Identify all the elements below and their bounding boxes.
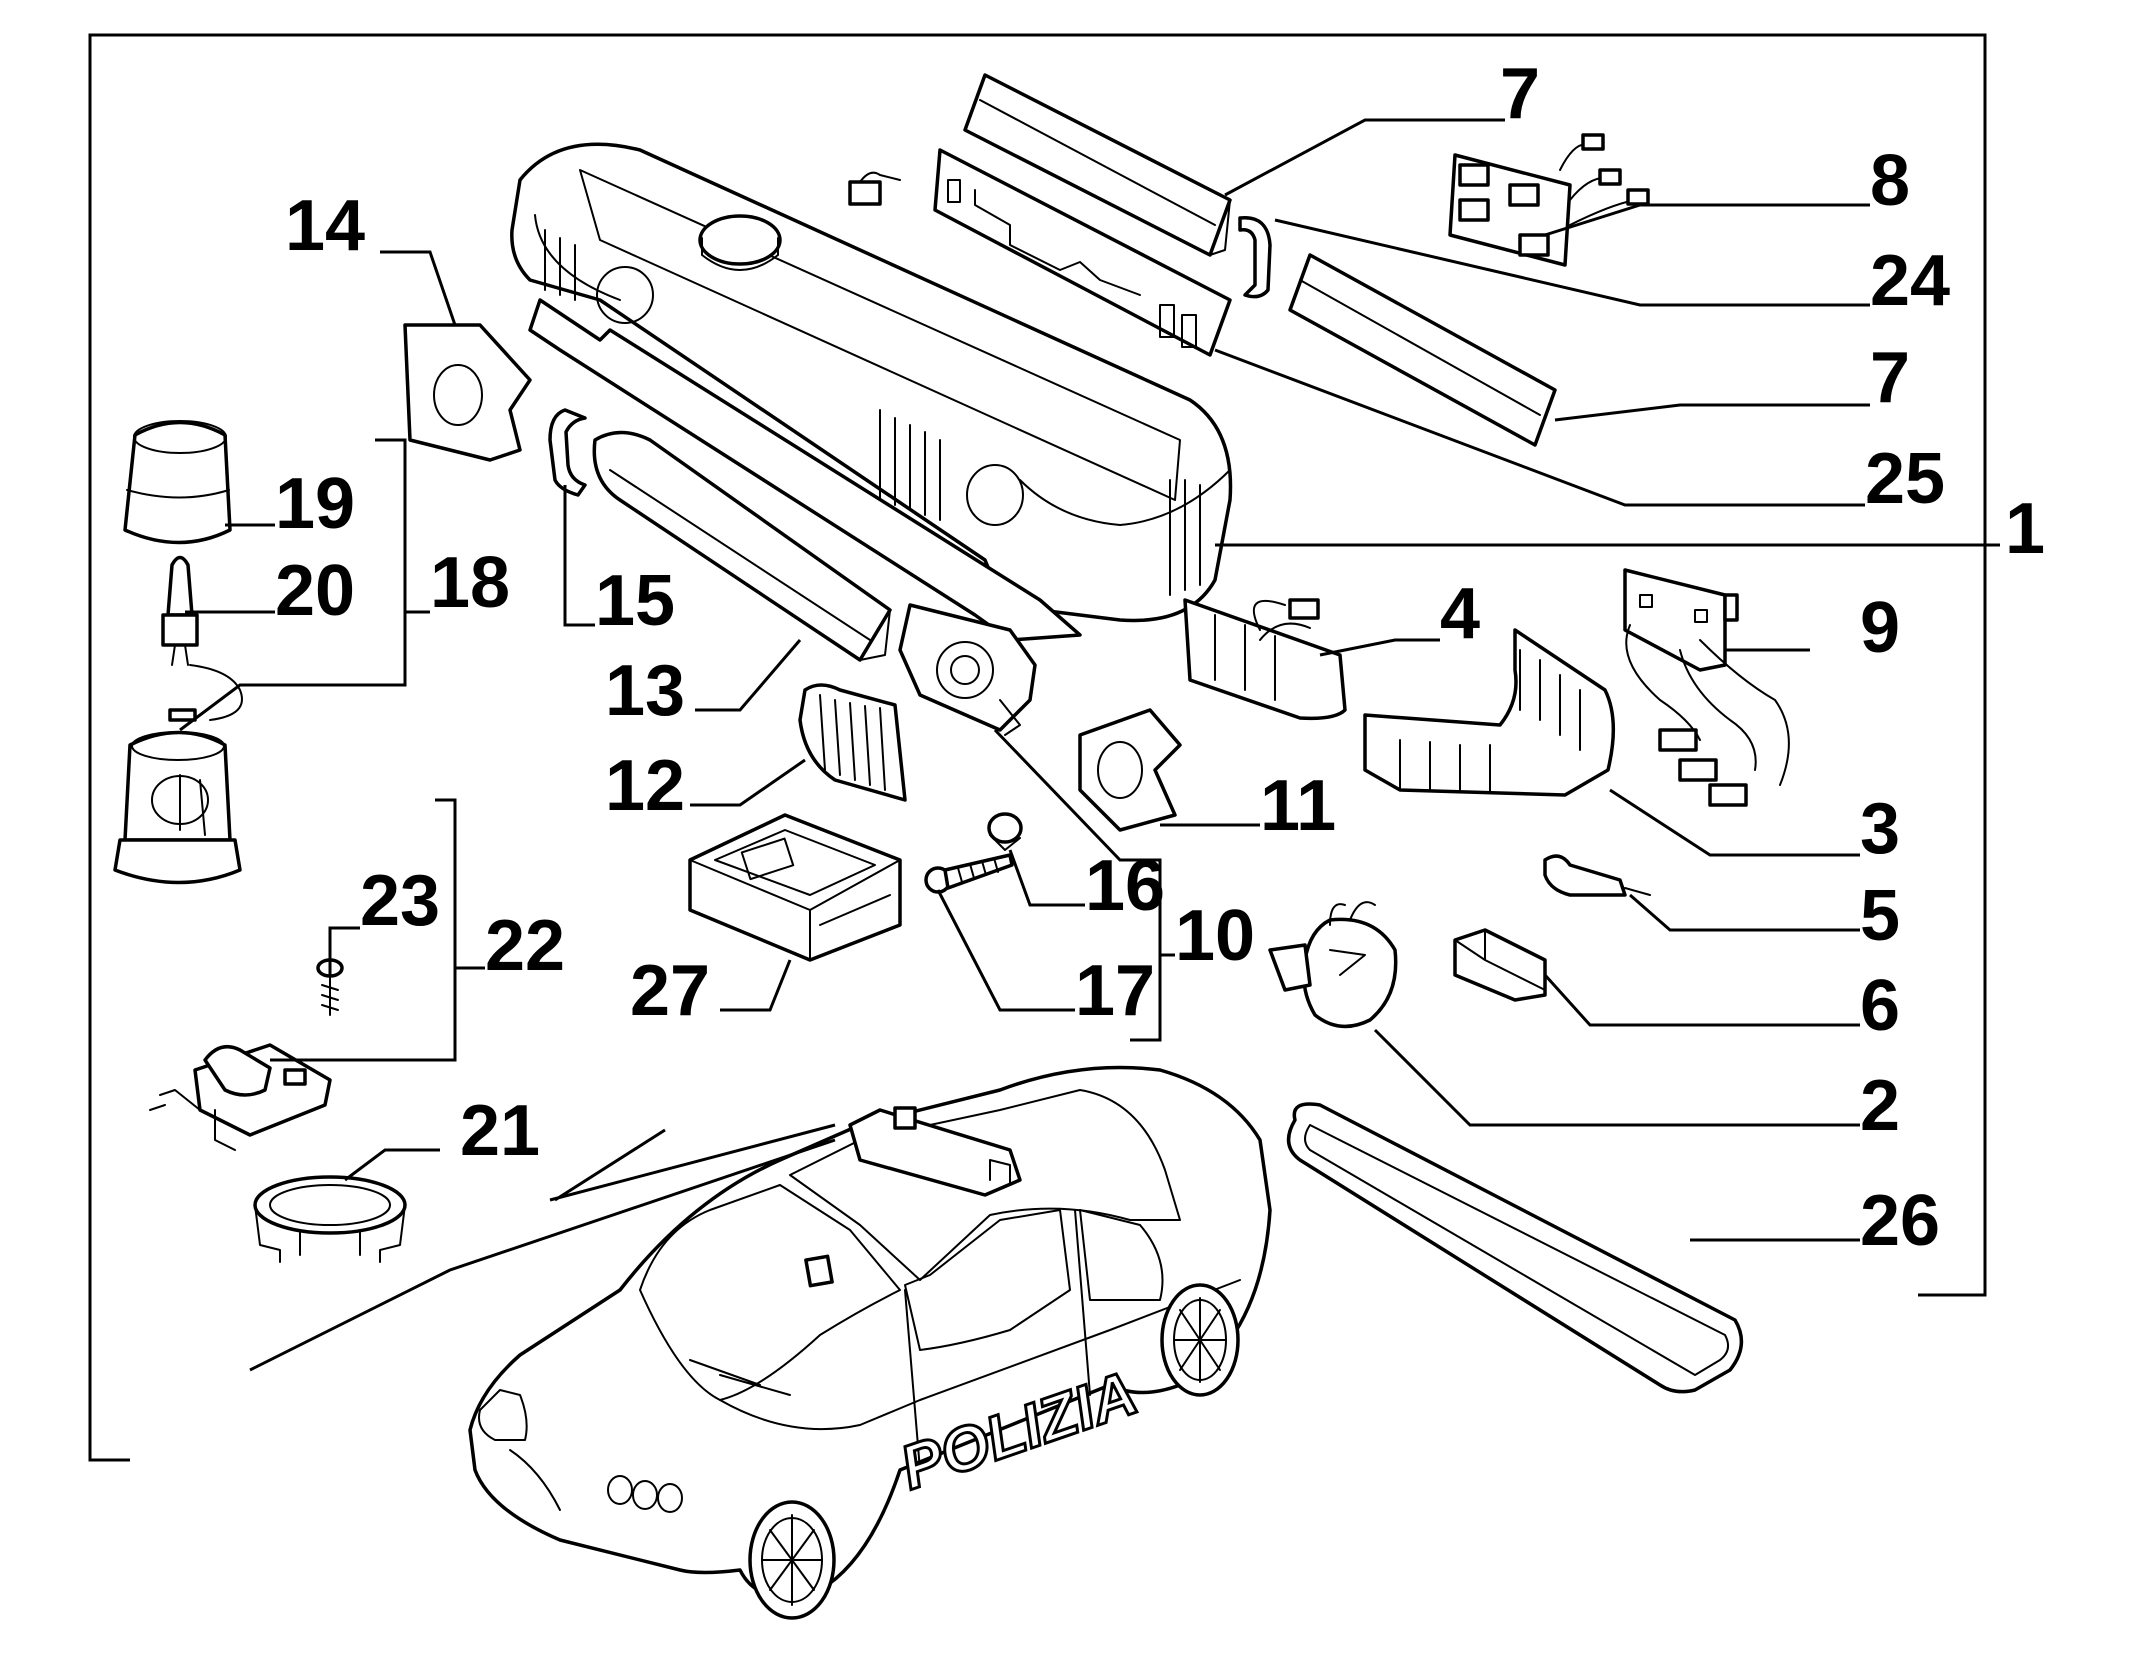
callout-16: 16 xyxy=(1085,846,1165,926)
assembly-bracket-frame xyxy=(88,33,1987,1462)
callout-6: 6 xyxy=(1860,966,1900,1046)
side-cover-upper xyxy=(963,73,1232,257)
rotating-beacon xyxy=(113,730,242,885)
callout-17: 17 xyxy=(1075,951,1155,1031)
bulb-small xyxy=(1543,854,1651,897)
callout-3: 3 xyxy=(1860,789,1900,869)
side-lens-assembly xyxy=(1363,628,1616,797)
light-bar-housing xyxy=(510,142,1233,642)
callout-22: 22 xyxy=(485,906,565,986)
beacon-bulb xyxy=(161,555,243,722)
callout-27: 27 xyxy=(630,951,710,1031)
callout-23: 23 xyxy=(360,861,440,941)
callout-8: 8 xyxy=(1870,141,1910,221)
callout-labels: 7 8 24 7 25 1 4 9 3 5 6 2 26 11 10 16 17… xyxy=(275,54,2045,1261)
callout-13: 13 xyxy=(605,651,685,731)
callout-2: 2 xyxy=(1860,1066,1900,1146)
end-gasket-small xyxy=(1238,216,1272,299)
grille-lens xyxy=(798,683,907,802)
mounting-ring xyxy=(253,1175,407,1263)
callout-21: 21 xyxy=(460,1091,540,1171)
control-unit xyxy=(1623,568,1790,807)
relay-block xyxy=(1453,928,1547,1002)
mounting-bracket xyxy=(1268,901,1398,1029)
control-circuit-board xyxy=(848,148,1232,357)
roof-seal-gasket xyxy=(1286,1102,1744,1394)
corner-lamp-housing xyxy=(898,603,1037,736)
beacon-dome xyxy=(123,420,232,545)
end-cap-left xyxy=(403,323,532,462)
callout-11: 11 xyxy=(1260,766,1336,846)
callout-9: 9 xyxy=(1860,588,1900,668)
callout-4: 4 xyxy=(1440,574,1480,654)
connector-module xyxy=(1448,133,1650,267)
lens-cover-long xyxy=(592,430,892,662)
police-car: POLIZIA xyxy=(468,1065,1272,1620)
explode-guide-lines xyxy=(249,1123,836,1372)
beacon-mount xyxy=(149,1043,332,1151)
callout-7-lower: 7 xyxy=(1870,338,1910,418)
callout-10: 10 xyxy=(1175,896,1255,976)
callout-1: 1 xyxy=(2005,489,2045,569)
callout-19: 19 xyxy=(275,464,355,544)
callout-25: 25 xyxy=(1865,439,1945,519)
electronic-module xyxy=(688,813,902,962)
callout-18: 18 xyxy=(430,543,510,623)
callout-14: 14 xyxy=(285,186,365,266)
retainer-nut xyxy=(987,812,1023,851)
callout-12: 12 xyxy=(605,746,685,826)
corner-lens xyxy=(1183,598,1347,721)
callout-20: 20 xyxy=(275,551,355,631)
callout-26: 26 xyxy=(1860,1181,1940,1261)
end-gasket-left xyxy=(548,408,587,497)
callout-7-upper: 7 xyxy=(1500,54,1540,134)
car-door-text: POLIZIA xyxy=(892,1358,1146,1503)
end-cap-right xyxy=(1078,708,1182,832)
callout-24: 24 xyxy=(1870,241,1950,321)
side-cover-lower xyxy=(1288,253,1557,447)
long-screw xyxy=(924,853,1014,894)
callout-15: 15 xyxy=(595,561,675,641)
callout-5: 5 xyxy=(1860,876,1900,956)
leader-lines xyxy=(179,118,2000,1242)
